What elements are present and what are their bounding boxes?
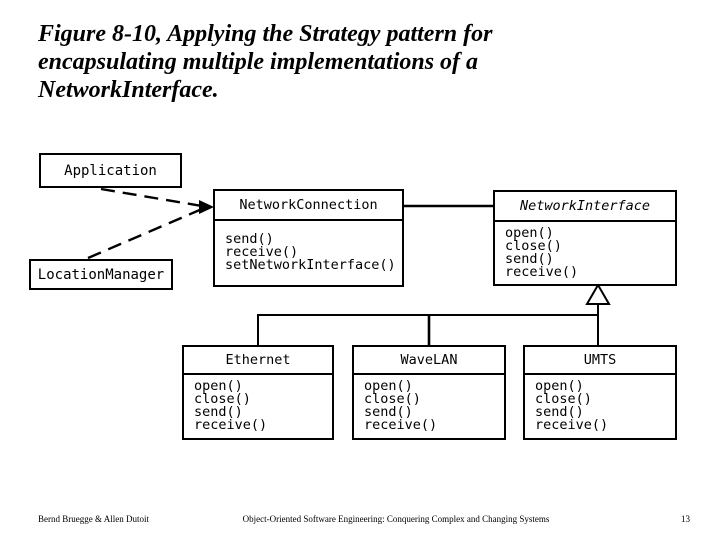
inheritance-triangle-icon	[585, 283, 611, 305]
class-methods-compartment: open() close() send() receive()	[525, 375, 675, 432]
method: receive()	[535, 417, 609, 433]
class-name: NetworkInterface	[519, 198, 651, 214]
footer-page-number: 13	[681, 514, 690, 524]
method: open()	[364, 378, 413, 394]
method: open()	[535, 378, 584, 394]
dependency-arrowhead-icon	[199, 200, 214, 214]
method: send()	[364, 404, 413, 420]
method: send()	[194, 404, 243, 420]
slide-title-line: NetworkInterface.	[38, 77, 219, 103]
method: receive()	[364, 417, 438, 433]
class-name: LocationManager	[37, 266, 165, 283]
class-name: Application	[64, 162, 157, 179]
method: receive()	[505, 264, 579, 280]
method: send()	[225, 231, 274, 247]
method: open()	[194, 378, 243, 394]
class-box-ethernet: Ethernet open() close() send() receive()	[182, 345, 334, 440]
class-title-compartment: UMTS	[525, 347, 675, 375]
class-methods-compartment: open() close() send() receive()	[354, 375, 504, 432]
method: receive()	[194, 417, 268, 433]
class-title-compartment: Ethernet	[184, 347, 332, 375]
class-box-umts: UMTS open() close() send() receive()	[523, 345, 677, 440]
class-methods-compartment: open() close() send() receive()	[184, 375, 332, 432]
method: send()	[535, 404, 584, 420]
class-box-networkconnection: NetworkConnection send() receive() setNe…	[213, 189, 404, 287]
class-box-application: Application	[39, 153, 182, 188]
class-box-wavelan: WaveLAN open() close() send() receive()	[352, 345, 506, 440]
dependency-line-locationmanager	[87, 207, 203, 260]
method: open()	[505, 225, 554, 241]
class-box-networkinterface: NetworkInterface open() close() send() r…	[493, 190, 677, 286]
class-name: NetworkConnection	[239, 197, 378, 213]
slide-title-line: encapsulating multiple implementations o…	[38, 49, 479, 75]
method: close()	[364, 391, 421, 407]
dependency-line-application	[100, 187, 203, 208]
slide-title-line: Figure 8-10, Applying the Strategy patte…	[38, 21, 493, 47]
class-methods-compartment: send() receive() setNetworkInterface()	[215, 221, 402, 272]
slide-title: Figure 8-10, Applying the Strategy patte…	[38, 20, 618, 104]
class-name: UMTS	[583, 352, 617, 368]
method: close()	[505, 238, 562, 254]
class-title-compartment: NetworkConnection	[215, 191, 402, 221]
method: close()	[194, 391, 251, 407]
slide-footer: Bernd Bruegge & Allen Dutoit Object-Orie…	[0, 514, 720, 530]
method: setNetworkInterface()	[225, 257, 396, 273]
class-name: Ethernet	[225, 352, 291, 368]
method: close()	[535, 391, 592, 407]
class-box-locationmanager: LocationManager	[29, 259, 173, 290]
method: receive()	[225, 244, 299, 260]
class-name: WaveLAN	[400, 352, 458, 368]
footer-authors: Bernd Bruegge & Allen Dutoit	[38, 514, 149, 524]
footer-book-title: Object-Oriented Software Engineering: Co…	[242, 514, 550, 524]
method: send()	[505, 251, 554, 267]
class-title-compartment: NetworkInterface	[495, 192, 675, 222]
class-methods-compartment: open() close() send() receive()	[495, 222, 675, 279]
class-title-compartment: WaveLAN	[354, 347, 504, 375]
